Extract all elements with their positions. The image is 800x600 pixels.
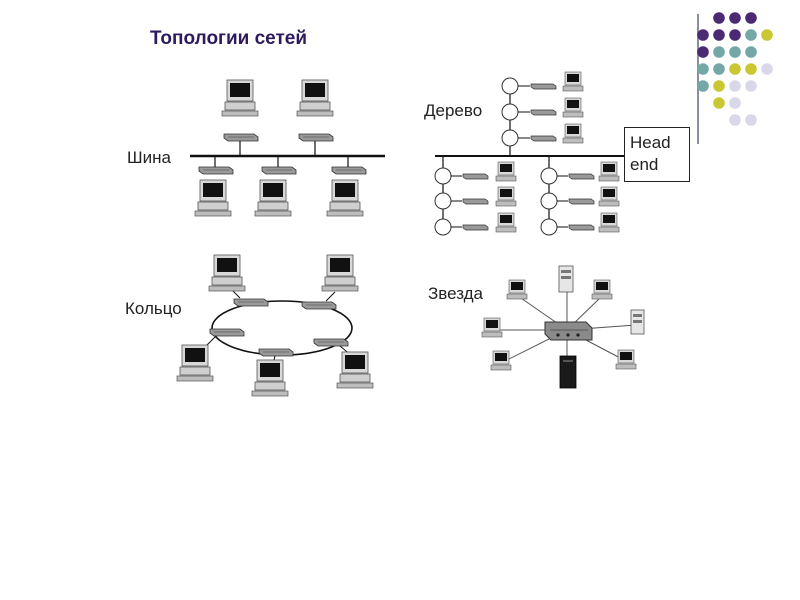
decor-vertical-line [697, 14, 699, 144]
bus-topology [190, 79, 385, 217]
decor-dot [729, 63, 741, 75]
label-ring: Кольцо [125, 299, 182, 318]
decor-dot [745, 63, 757, 75]
decor-dot [729, 97, 741, 109]
decor-dot [713, 29, 725, 41]
tree-topology [434, 71, 624, 236]
decor-dot [713, 97, 725, 109]
decor-dot [713, 46, 725, 58]
decor-dot [713, 80, 725, 92]
decor-dot [745, 80, 757, 92]
decor-dot [729, 12, 741, 24]
decor-dot [745, 46, 757, 58]
star-topology [481, 265, 645, 389]
ring-topology [176, 254, 374, 397]
decor-dot [745, 114, 757, 126]
decor-dot [745, 12, 757, 24]
decor-dot [697, 46, 709, 58]
decor-dot [713, 12, 725, 24]
decor-dot [729, 114, 741, 126]
slide-title: Топологии сетей [150, 28, 308, 49]
label-tree: Дерево [424, 101, 483, 120]
decor-dot [729, 46, 741, 58]
decor-dot [697, 80, 709, 92]
decor-dot [761, 63, 773, 75]
head-end-line2: end [630, 155, 659, 174]
decor-dot [729, 29, 741, 41]
head-end-line1: Head [630, 133, 671, 152]
decor-dot [761, 29, 773, 41]
label-bus: Шина [127, 148, 171, 167]
decor-dot [697, 29, 709, 41]
label-star: Звезда [428, 284, 483, 303]
decor-dot [697, 63, 709, 75]
decor-dot [745, 29, 757, 41]
decor-dot [729, 80, 741, 92]
head-end-box: Head end [624, 127, 690, 182]
decor-dot [713, 63, 725, 75]
decor-dot-grid [697, 12, 773, 126]
